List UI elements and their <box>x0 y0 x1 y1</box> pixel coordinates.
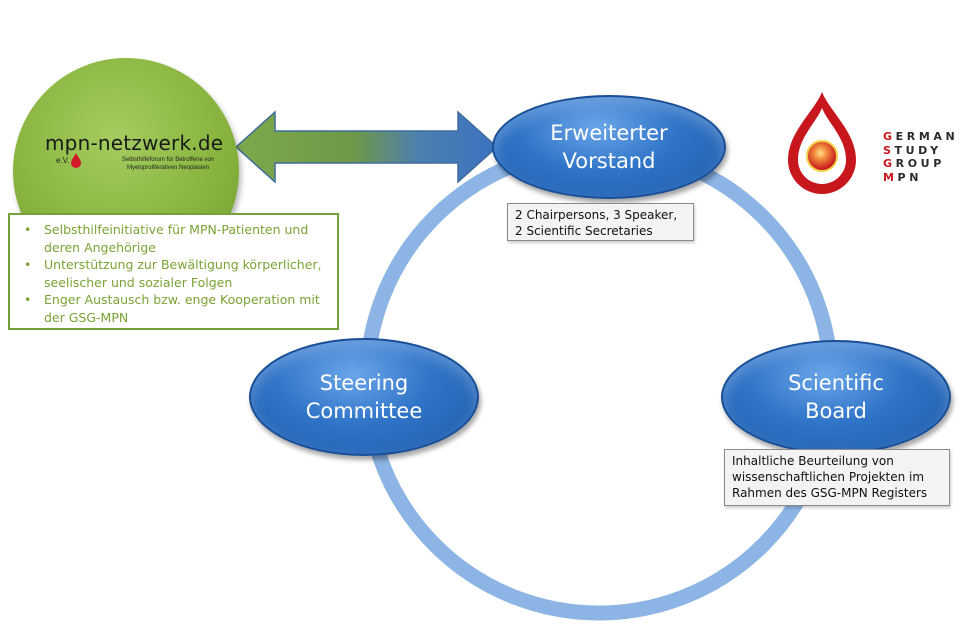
list-item: Enger Austausch bzw. enge Kooperation mi… <box>24 291 329 326</box>
blood-drop-icon <box>71 153 81 168</box>
node-label: Erweiterter <box>550 121 668 145</box>
node-scientific-board: Scientific Board <box>721 340 951 454</box>
vorstand-info-box: 2 Chairpersons, 3 Speaker, 2 Scientific … <box>507 203 694 241</box>
gsg-blood-drop-logo-icon <box>788 92 856 194</box>
node-label: Steering <box>319 371 409 395</box>
node-label: Board <box>805 399 867 423</box>
board-info-box: Inhaltliche Beurteilung von wissenschaft… <box>724 449 950 506</box>
node-label: Vorstand <box>562 149 656 173</box>
mpn-logo-title: mpn-netzwerk.de <box>45 131 224 155</box>
list-item: Selbsthilfeinitiative für MPN-Patienten … <box>24 221 329 256</box>
node-label: Committee <box>305 399 423 423</box>
mpn-description-box: Selbsthilfeinitiative für MPN-Patienten … <box>8 213 339 330</box>
mpn-logo-subtitle: Selbsthilfeforum für Betroffene von Myel… <box>121 157 215 171</box>
mpn-logo-ev: e.V. <box>56 156 70 165</box>
node-steering-committee: Steering Committee <box>249 338 479 456</box>
node-erweiterter-vorstand: Erweiterter Vorstand <box>492 95 726 199</box>
list-item: Unterstützung zur Bewältigung körperlich… <box>24 256 329 291</box>
node-label: Scientific <box>788 371 884 395</box>
double-arrow <box>234 110 499 184</box>
mpn-bullet-list: Selbsthilfeinitiative für MPN-Patienten … <box>22 221 329 326</box>
gsg-logo-text: GERMAN STUDY GROUP MPN <box>883 130 959 184</box>
